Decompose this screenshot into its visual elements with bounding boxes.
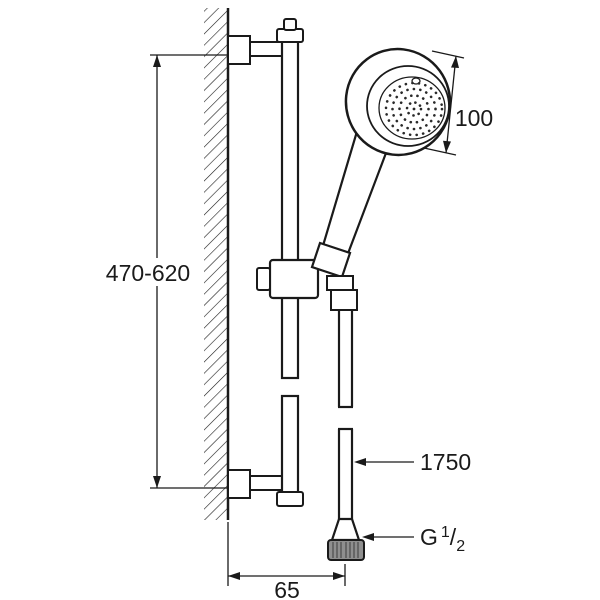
rail-lower-segment xyxy=(280,394,300,500)
outlet-connector xyxy=(326,275,354,291)
wall-section xyxy=(204,8,230,520)
rail-bottom-cap xyxy=(276,491,304,507)
knurl-texture xyxy=(332,542,359,558)
hose-nut-upper xyxy=(330,289,358,311)
label-backing xyxy=(102,258,194,286)
head-diameter-label: 100 xyxy=(455,105,493,131)
bottom-bracket-arm xyxy=(249,475,285,491)
hose-length-label: 1750 xyxy=(420,449,471,475)
holder-clamp-knob xyxy=(256,267,271,291)
dimension-head-diameter: 100 xyxy=(423,50,493,156)
slider-holder xyxy=(256,258,320,300)
spray-face-rim xyxy=(378,76,446,140)
arrowhead-up xyxy=(451,56,459,68)
shower-hose xyxy=(337,310,354,519)
top-bracket-arm xyxy=(249,41,285,57)
arrowhead-up xyxy=(153,55,161,67)
head-detail-hole xyxy=(411,77,421,85)
rail-top-knob xyxy=(283,18,297,31)
rail-length-label: 470-620 xyxy=(106,260,190,286)
dimension-rail-length: 470-620 xyxy=(102,55,194,488)
arrowhead-right xyxy=(333,572,345,580)
leader-arrowhead xyxy=(354,458,366,466)
top-bracket xyxy=(227,35,285,65)
wall-distance-label: 65 xyxy=(274,577,300,600)
leader-arrowhead xyxy=(362,533,374,541)
spray-nozzle-dots xyxy=(384,81,444,137)
arrowhead-down xyxy=(443,140,451,153)
arrowhead-down xyxy=(153,476,161,488)
holder-body xyxy=(268,258,320,300)
top-bracket-wall-plate xyxy=(227,35,251,65)
hand-shower-head xyxy=(344,47,452,157)
dimension-wall-distance: 65 xyxy=(227,522,346,600)
rail-upper-segment xyxy=(280,38,300,380)
hose-connection xyxy=(326,275,358,311)
wall-hatch xyxy=(204,8,228,520)
label-hose-length: 1750 xyxy=(354,449,471,475)
bottom-bracket xyxy=(227,469,285,499)
bottom-bracket-wall-plate xyxy=(227,469,251,499)
hose-fitting xyxy=(327,517,365,561)
arrowhead-left xyxy=(228,572,240,580)
